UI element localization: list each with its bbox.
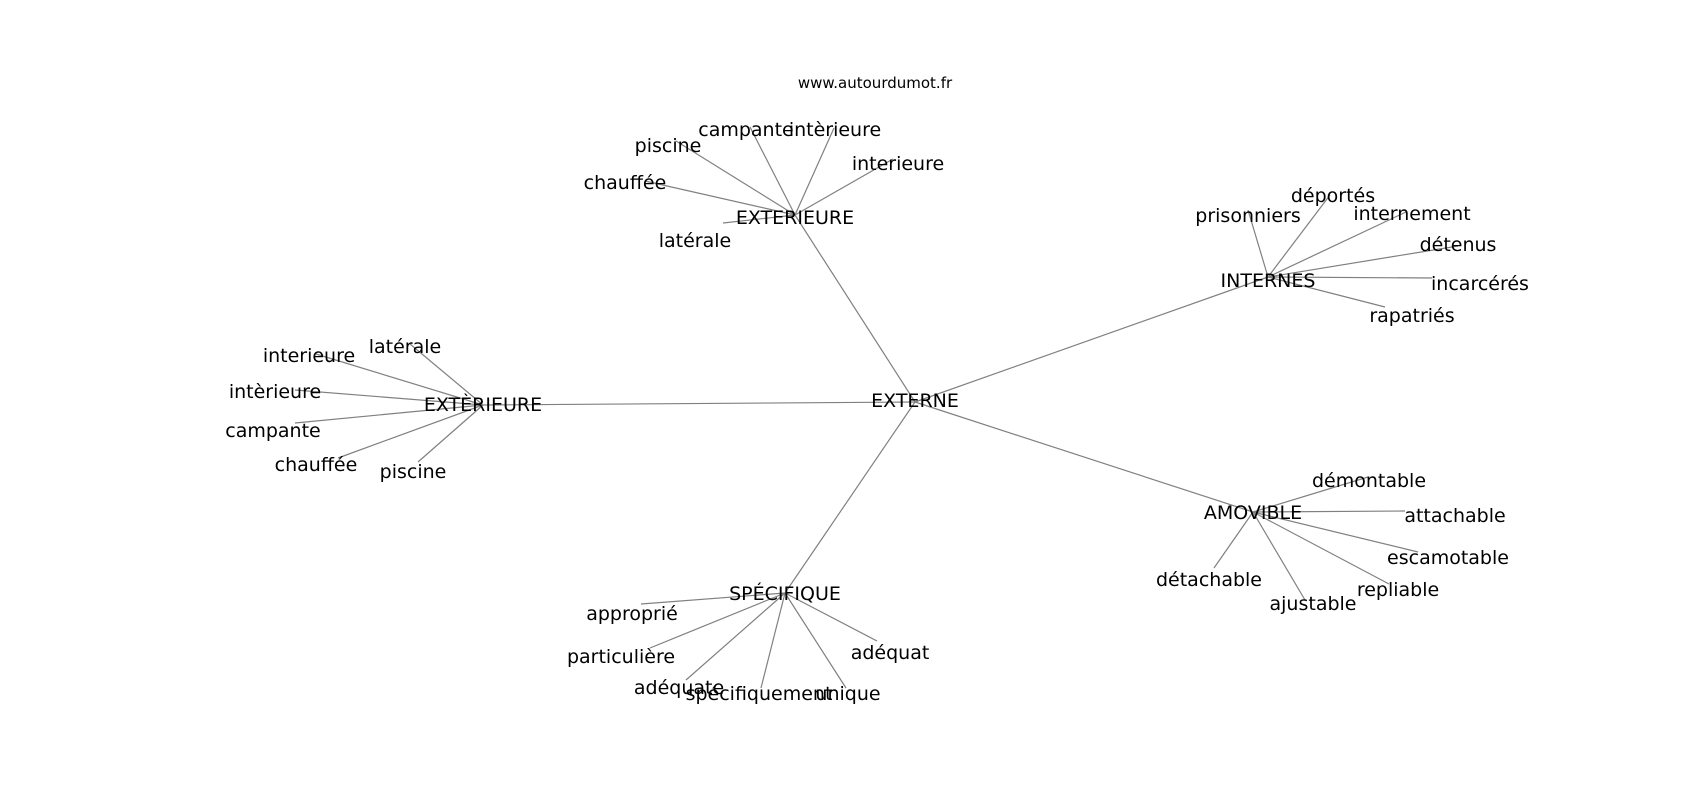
edge-exterieure-top-leaf-1 — [644, 180, 796, 216]
edge-amovible-leaf-2 — [1252, 511, 1419, 553]
edge-exterieure-top-leaf-3 — [749, 126, 796, 216]
leaf-node-exterieure-left-3[interactable]: campante — [225, 420, 320, 442]
edge-internes-leaf-5 — [1267, 276, 1386, 308]
leaf-node-exterieure-top-5[interactable]: interieure — [852, 153, 944, 175]
leaf-node-specifique-1[interactable]: particulière — [567, 646, 675, 668]
leaf-node-exterieure-left-4[interactable]: chauffée — [275, 454, 358, 476]
root-node-label[interactable]: EXTERNE — [871, 390, 959, 412]
leaf-node-internes-5[interactable]: rapatriés — [1369, 305, 1454, 327]
edge-specifique-leaf-3 — [760, 592, 786, 689]
edge-exterieure-left-leaf-1 — [315, 353, 484, 406]
labels-layer: www.autourdumot.fr EXTERNE EXTERIEURElat… — [225, 74, 1529, 705]
leaf-node-exterieure-left-0[interactable]: latérale — [369, 336, 441, 358]
edge-specifique-leaf-1 — [649, 592, 786, 649]
leaf-node-specifique-3[interactable]: spécifiquement — [686, 683, 833, 705]
edge-exterieure-top-leaf-5 — [794, 158, 894, 216]
edge-amovible-leaf-0 — [1252, 476, 1369, 513]
hub-node-exterieure-left[interactable]: EXTÈRIEURE — [424, 393, 542, 416]
edge-amovible-leaf-1 — [1252, 510, 1406, 513]
leaf-node-specifique-4[interactable]: unique — [815, 683, 880, 705]
leaf-node-exterieure-top-2[interactable]: piscine — [635, 135, 702, 157]
edge-exterieure-top-leaf-0 — [722, 214, 796, 224]
leaf-node-amovible-1[interactable]: attachable — [1404, 505, 1505, 527]
edge-specifique-leaf-0 — [640, 592, 786, 605]
edge-exterieure-left-leaf-5 — [417, 404, 484, 463]
edges-layer — [294, 126, 1459, 689]
leaf-node-exterieure-top-1[interactable]: chauffée — [584, 172, 667, 194]
leaf-node-amovible-2[interactable]: escamotable — [1387, 547, 1509, 569]
edge-root-exterieure-left — [482, 401, 916, 406]
edge-amovible-leaf-4 — [1252, 511, 1306, 601]
hub-node-internes[interactable]: INTERNES — [1221, 270, 1316, 292]
edge-root-exterieure-top — [794, 214, 916, 403]
leaf-node-amovible-0[interactable]: démontable — [1312, 470, 1426, 492]
edge-exterieure-left-leaf-3 — [294, 404, 484, 424]
leaf-node-amovible-3[interactable]: repliable — [1357, 579, 1439, 601]
leaf-node-exterieure-left-2[interactable]: intèrieure — [229, 381, 321, 403]
site-watermark: www.autourdumot.fr — [798, 74, 953, 92]
leaf-node-internes-4[interactable]: incarcérés — [1431, 273, 1529, 295]
leaf-node-exterieure-top-3[interactable]: campante — [698, 119, 793, 141]
leaf-node-internes-3[interactable]: détenus — [1420, 234, 1497, 256]
edge-internes-leaf-2 — [1267, 211, 1407, 278]
leaf-node-amovible-5[interactable]: détachable — [1156, 569, 1262, 591]
edge-specifique-leaf-5 — [784, 592, 878, 642]
edge-exterieure-left-leaf-2 — [294, 389, 484, 406]
edge-amovible-leaf-5 — [1213, 511, 1254, 569]
leaf-node-internes-2[interactable]: internement — [1353, 203, 1470, 225]
hub-node-specifique[interactable]: SPÉCIFIQUE — [729, 582, 841, 605]
leaf-node-specifique-2[interactable]: adéquate — [634, 677, 724, 699]
edge-amovible-leaf-3 — [1252, 511, 1390, 585]
leaf-node-exterieure-left-5[interactable]: piscine — [380, 461, 447, 483]
leaf-node-internes-1[interactable]: déportés — [1291, 185, 1375, 207]
leaf-node-exterieure-left-1[interactable]: interieure — [263, 345, 355, 367]
hub-node-exterieure-top[interactable]: EXTERIEURE — [736, 207, 854, 229]
edge-exterieure-left-leaf-4 — [337, 404, 484, 459]
edge-exterieure-left-leaf-0 — [409, 343, 484, 406]
edge-root-internes — [914, 276, 1269, 403]
leaf-node-exterieure-top-0[interactable]: latérale — [659, 230, 731, 252]
edge-specifique-leaf-2 — [685, 592, 786, 681]
edge-exterieure-top-leaf-4 — [794, 127, 835, 216]
edge-specifique-leaf-4 — [784, 592, 847, 689]
edge-internes-leaf-0 — [1247, 209, 1269, 278]
leaf-node-specifique-5[interactable]: adéquat — [851, 642, 930, 664]
leaf-node-internes-0[interactable]: prisonniers — [1195, 205, 1300, 227]
leaf-node-exterieure-top-4[interactable]: intèrieure — [789, 119, 881, 141]
edge-internes-leaf-1 — [1267, 194, 1331, 278]
edge-root-specifique — [784, 401, 916, 594]
edge-exterieure-top-leaf-2 — [675, 140, 796, 216]
hub-node-amovible[interactable]: AMOVIBLE — [1204, 502, 1302, 524]
edge-internes-leaf-3 — [1267, 245, 1459, 278]
edge-root-amovible — [914, 401, 1254, 513]
leaf-node-amovible-4[interactable]: ajustable — [1270, 593, 1357, 615]
leaf-node-specifique-0[interactable]: approprié — [586, 603, 678, 625]
edge-internes-leaf-4 — [1267, 276, 1433, 279]
